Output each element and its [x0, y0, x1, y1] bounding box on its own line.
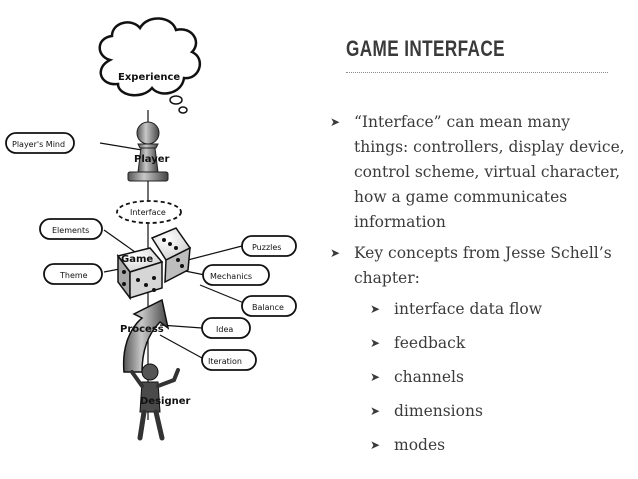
elements-node: Elements — [39, 218, 103, 240]
bullet-arrow-icon: ➤ — [370, 336, 381, 350]
idea-node: Idea — [201, 317, 251, 339]
balance-label: Balance — [252, 303, 284, 312]
bullet-arrow-icon: ➤ — [330, 246, 341, 260]
puzzles-label: Puzzles — [252, 243, 281, 252]
bullet-item: ➤ “Interface” can mean many things: contr… — [322, 110, 627, 235]
process-arrow: Process — [120, 298, 170, 373]
mechanics-node: Mechanics — [202, 264, 270, 286]
bullet-arrow-icon: ➤ — [370, 302, 381, 316]
sub-bullet-text: dimensions — [394, 402, 483, 420]
bullet-arrow-icon: ➤ — [370, 404, 381, 418]
bullet-arrow-icon: ➤ — [330, 115, 341, 129]
iteration-node: Iteration — [201, 349, 257, 371]
interface-label: Interface — [130, 208, 166, 217]
theme-label: Theme — [59, 271, 88, 280]
elements-label: Elements — [52, 226, 89, 235]
sub-bullet-item: ➤ feedback — [362, 331, 627, 356]
sub-bullet-item: ➤ interface data flow — [362, 297, 627, 322]
sub-bullet-text: modes — [394, 436, 446, 454]
bullet-text: Key concepts from Jesse Schell’s chapter… — [354, 244, 612, 287]
player-pawn: Player — [127, 121, 169, 182]
game-dice: Game — [116, 227, 192, 301]
title-divider — [346, 72, 608, 73]
player-label: Player — [134, 154, 169, 165]
sub-bullet-text: interface data flow — [394, 300, 543, 318]
bullet-text: “Interface” can mean many things: contro… — [354, 113, 625, 231]
bullet-item: ➤ Key concepts from Jesse Schell’s chapte… — [322, 241, 627, 291]
sub-bullet-text: channels — [394, 368, 464, 386]
idea-label: Idea — [216, 325, 233, 334]
puzzles-node: Puzzles — [241, 235, 297, 257]
players-mind-node: Player's Mind — [5, 132, 75, 154]
balance-node: Balance — [241, 295, 297, 317]
designer-label: Designer — [140, 396, 191, 407]
designer-figure: Designer — [130, 363, 191, 441]
sub-bullet-text: feedback — [394, 334, 466, 352]
bullet-list: ➤ “Interface” can mean many things: contr… — [322, 110, 627, 467]
experience-cloud: Experience — [98, 17, 202, 114]
mechanics-label: Mechanics — [210, 272, 252, 281]
interface-node: Interface — [116, 200, 182, 224]
iteration-label: Iteration — [208, 357, 242, 366]
experience-label: Experience — [118, 72, 180, 83]
bullet-arrow-icon: ➤ — [370, 438, 381, 452]
bullet-arrow-icon: ➤ — [370, 370, 381, 384]
game-label: Game — [121, 254, 153, 265]
game-design-diagram: Experience Player's Mind Player Interfac… — [5, 17, 297, 441]
process-label: Process — [120, 324, 164, 335]
sub-bullet-item: ➤ dimensions — [362, 399, 627, 424]
sub-bullet-item: ➤ modes — [362, 433, 627, 458]
players-mind-label: Player's Mind — [12, 140, 65, 149]
slide-title: GAME INTERFACE — [346, 36, 505, 61]
sub-bullet-item: ➤ channels — [362, 365, 627, 390]
theme-node: Theme — [43, 263, 103, 285]
